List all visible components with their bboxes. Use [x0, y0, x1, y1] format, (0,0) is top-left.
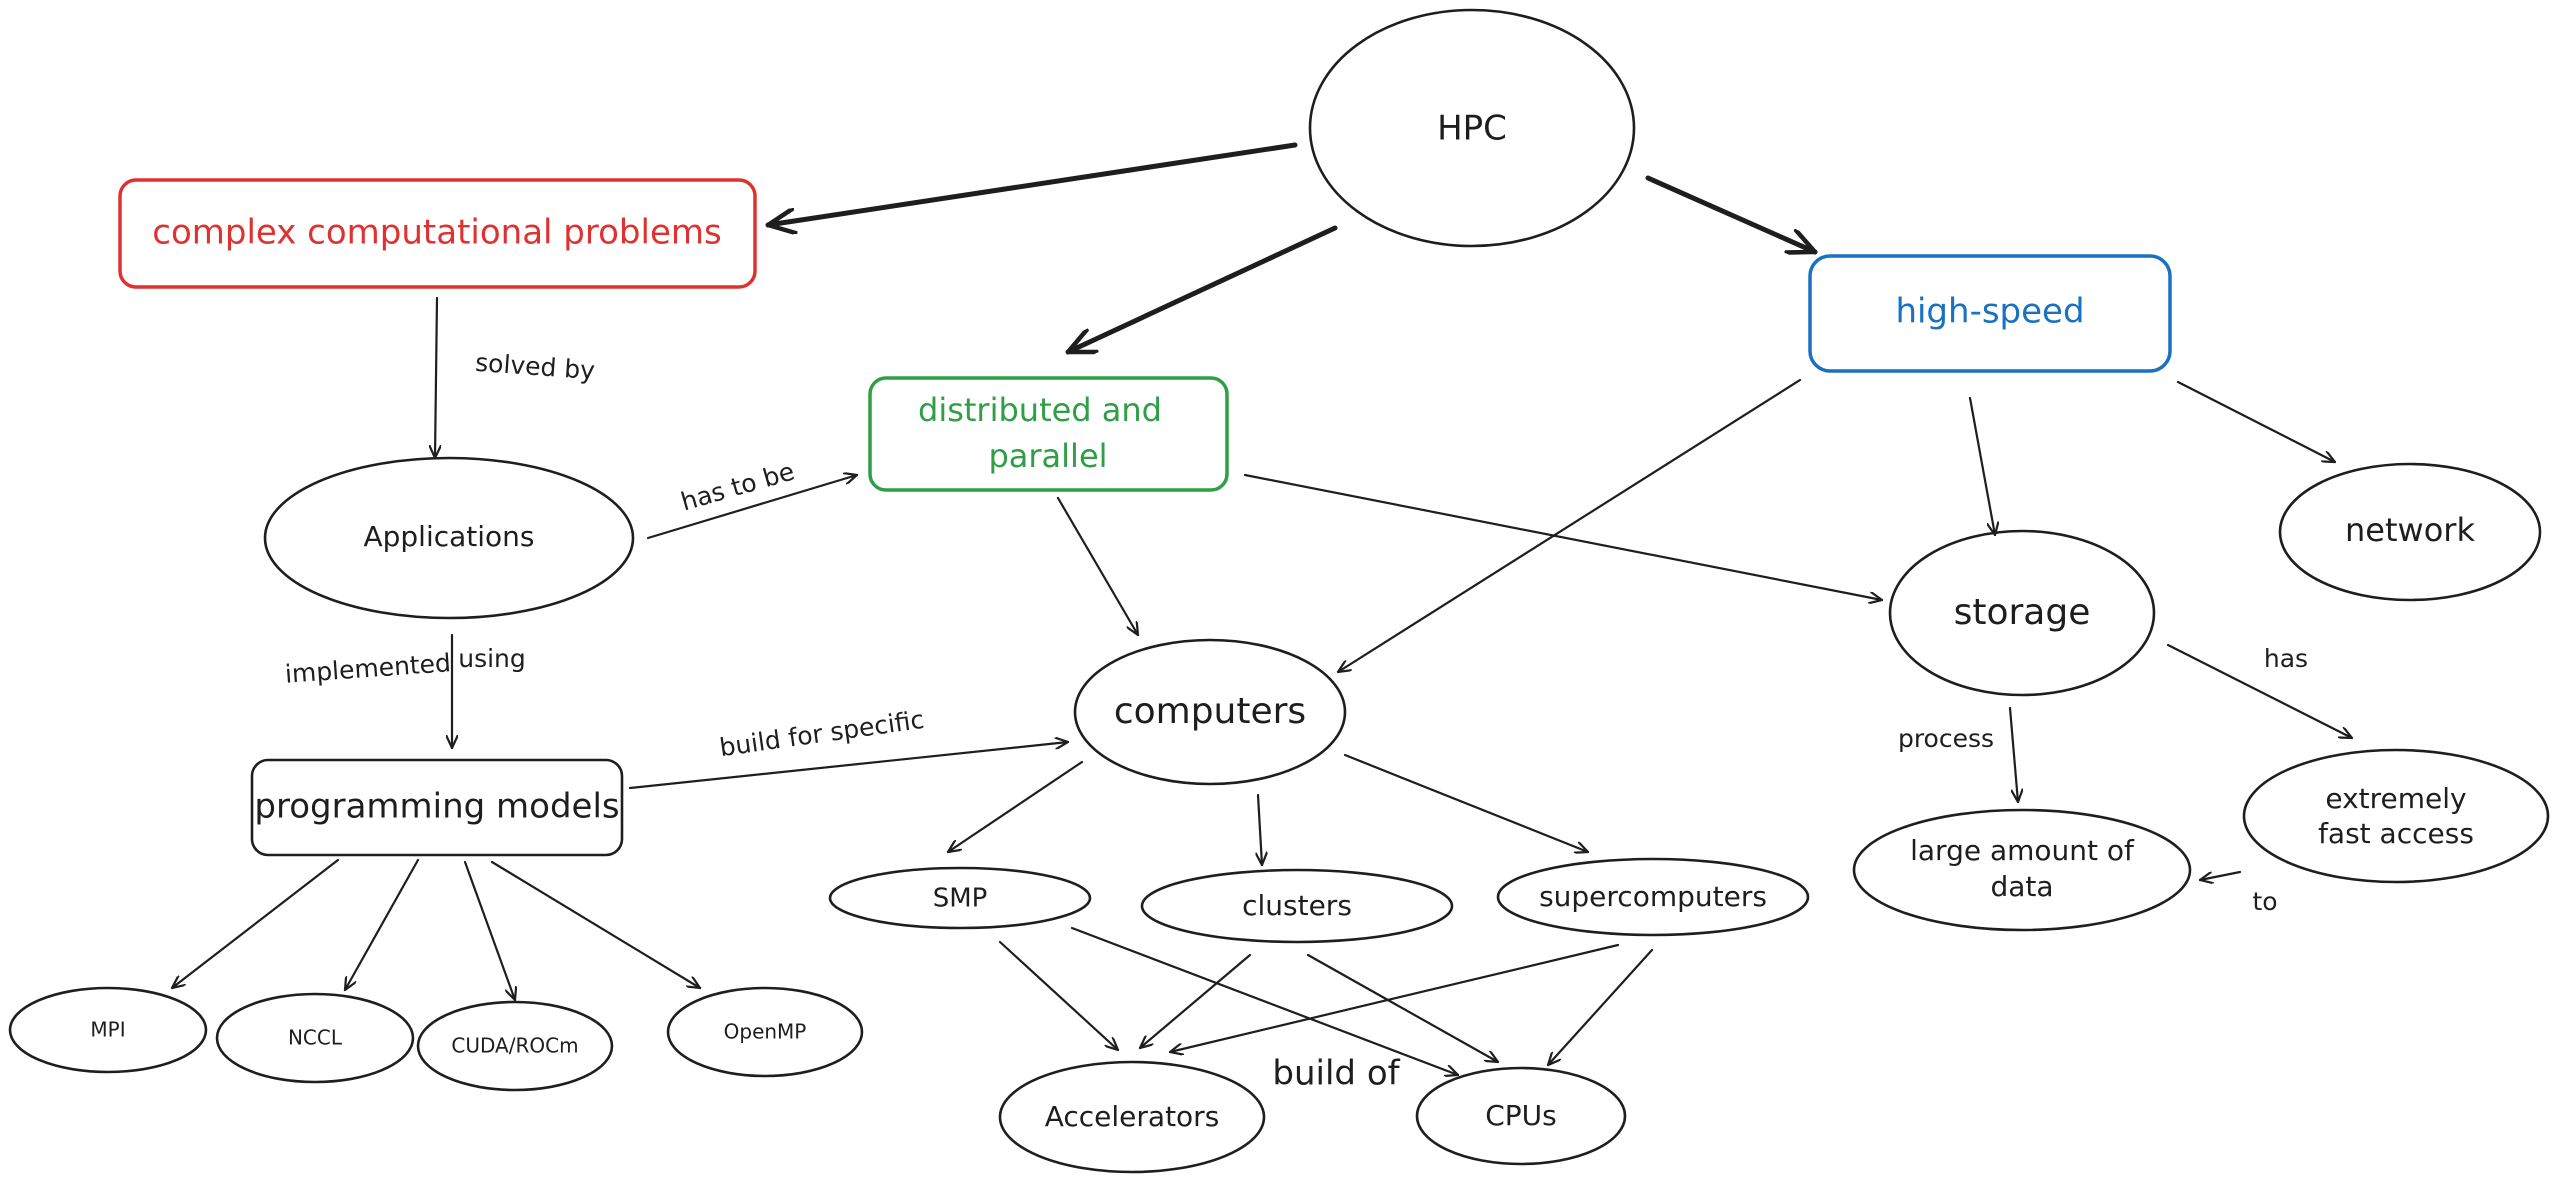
node-cuda-label: CUDA/ROCm: [451, 1034, 578, 1058]
node-programming-models-label: programming models: [254, 787, 619, 827]
node-applications[interactable]: Applications: [263, 456, 635, 620]
node-distributed-parallel[interactable]: distributed and parallel: [868, 376, 1229, 492]
node-clusters[interactable]: clusters: [1140, 868, 1454, 944]
edge-smp-cpus: [1070, 926, 1458, 1075]
node-hpc[interactable]: HPC: [1308, 8, 1636, 248]
node-mpi-label: MPI: [90, 1018, 125, 1042]
node-network[interactable]: network: [2278, 462, 2542, 602]
nodes: HPC complex computational problems high-…: [8, 8, 2550, 1174]
edge-complex-applications: [435, 296, 437, 460]
edge-clusters-accelerators: [1140, 953, 1252, 1048]
edge-high-speed-storage: [1968, 396, 1995, 535]
node-cuda-rocm[interactable]: CUDA/ROCm: [416, 1000, 614, 1092]
node-high-speed-label: high-speed: [1895, 292, 2084, 332]
edge-label-has: has: [2264, 644, 2308, 673]
edge-label-using: using: [458, 644, 526, 673]
node-fast-access-label-2: fast access: [2318, 817, 2474, 850]
node-large-data-label-2: data: [1990, 870, 2053, 903]
node-complex-computational-problems[interactable]: complex computational problems: [118, 178, 757, 289]
node-distributed-label-1: distributed and: [918, 391, 1162, 429]
edge-distributed-storage: [1243, 473, 1882, 600]
node-cpus-label: CPUs: [1485, 1099, 1557, 1132]
edge-high-speed-network: [2176, 380, 2335, 462]
node-fast-access-label-1: extremely: [2325, 782, 2466, 815]
node-supercomputers-label: supercomputers: [1539, 880, 1767, 913]
edge-supercomputers-cpus: [1548, 948, 1654, 1065]
edge-label-build-for-specific: build for specific: [718, 705, 926, 762]
edge-label-has-to-be: has to be: [678, 457, 798, 517]
node-large-amount-of-data[interactable]: large amount of data: [1852, 808, 2192, 932]
edges: [172, 142, 2352, 1075]
node-large-data-label-1: large amount of: [1910, 834, 2135, 867]
edge-storage-large-data: [2008, 706, 2018, 802]
node-nccl[interactable]: NCCL: [215, 992, 415, 1084]
edge-supercomputers-accelerators: [1170, 943, 1620, 1052]
node-complex-label: complex computational problems: [152, 213, 721, 253]
node-cpus[interactable]: CPUs: [1415, 1066, 1627, 1166]
edge-clusters-cpus: [1306, 953, 1498, 1062]
edge-label-process: process: [1898, 724, 1994, 753]
edge-programming-nccl: [345, 858, 420, 990]
node-accelerators-label: Accelerators: [1045, 1100, 1220, 1133]
edge-programming-cuda: [463, 860, 515, 1000]
edge-computers-clusters: [1258, 793, 1262, 865]
node-hpc-label: HPC: [1437, 109, 1507, 149]
edge-computers-supercomputers: [1343, 753, 1588, 852]
node-accelerators[interactable]: Accelerators: [998, 1060, 1266, 1174]
node-high-speed[interactable]: high-speed: [1808, 254, 2172, 373]
node-programming-models[interactable]: programming models: [250, 758, 624, 857]
node-mpi[interactable]: MPI: [8, 986, 208, 1074]
edge-applications-distributed: [646, 475, 857, 540]
edge-hpc-complex: [768, 142, 1298, 225]
node-storage-label: storage: [1954, 592, 2091, 633]
node-smp[interactable]: SMP: [828, 866, 1092, 930]
edge-label-build-of: build of: [1272, 1054, 1400, 1094]
edge-high-speed-computers: [1338, 378, 1802, 672]
edge-fast-access-large-data: [2200, 870, 2242, 880]
node-supercomputers[interactable]: supercomputers: [1496, 857, 1810, 937]
edge-smp-accelerators: [998, 940, 1118, 1050]
node-applications-label: Applications: [363, 520, 534, 553]
edge-hpc-distributed: [1068, 225, 1338, 355]
edge-label-implemented: implemented: [284, 648, 452, 689]
edge-label-to: to: [2252, 887, 2277, 916]
edge-distributed-computers: [1056, 496, 1138, 635]
node-openmp-label: OpenMP: [724, 1020, 807, 1044]
node-network-label: network: [2345, 511, 2475, 549]
node-computers-label: computers: [1114, 691, 1306, 732]
edge-computers-smp: [948, 760, 1084, 852]
node-clusters-label: clusters: [1242, 889, 1352, 922]
node-computers[interactable]: computers: [1073, 638, 1347, 786]
edge-hpc-high-speed: [1645, 175, 1815, 252]
node-extremely-fast-access[interactable]: extremely fast access: [2242, 748, 2550, 884]
node-openmp[interactable]: OpenMP: [666, 986, 864, 1078]
edge-programming-openmp: [490, 860, 700, 988]
node-storage[interactable]: storage: [1888, 529, 2156, 697]
node-smp-label: SMP: [933, 884, 988, 914]
edge-label-solved-by: solved by: [474, 348, 596, 385]
edge-storage-fast-access: [2166, 643, 2352, 738]
node-nccl-label: NCCL: [288, 1026, 343, 1050]
edge-programming-mpi: [172, 858, 340, 988]
edge-programming-computers: [628, 742, 1068, 790]
node-distributed-label-2: parallel: [988, 437, 1107, 475]
